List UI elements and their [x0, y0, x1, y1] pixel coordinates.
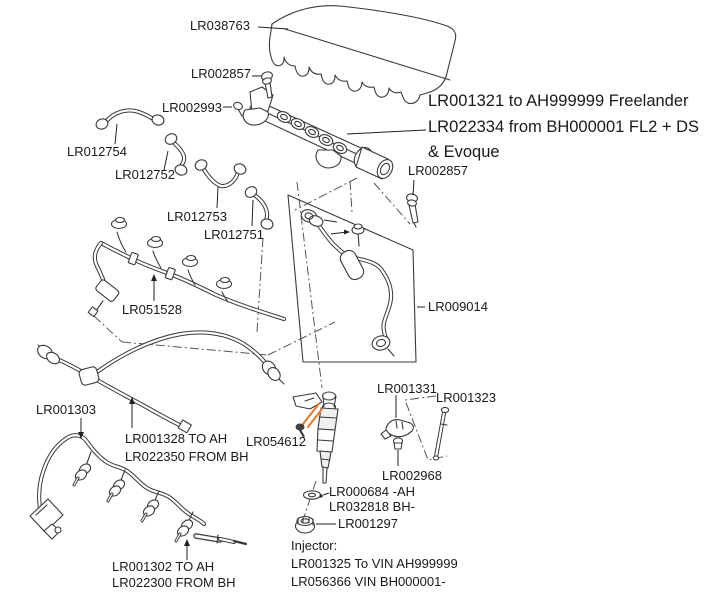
- injector-note-line-2: LR001325 To VIN AH999999: [291, 556, 458, 571]
- rail-note-line-2: LR022334 from BH000001 FL2 + DS: [428, 117, 700, 136]
- rod-lr001323: [432, 406, 450, 461]
- part-label-lr022300: LR022300 FROM BH: [112, 575, 236, 590]
- harness-bolt-4: [174, 519, 194, 543]
- part-label-lr000684: LR000684 -AH: [329, 484, 415, 499]
- rail-part-note: LR001321 to AH999999 Freelander LR022334…: [428, 89, 699, 166]
- injector-assembly: [292, 391, 339, 484]
- harness-bolt-2: [106, 479, 126, 503]
- part-label-lr012751: LR012751: [204, 227, 264, 242]
- glow-plug-lr001302: [193, 533, 248, 546]
- return-pipe-lr001328: [37, 330, 285, 434]
- bolt-lr002857-mid: [405, 193, 419, 228]
- leader-lines: [78, 26, 427, 560]
- engine-cover: [268, 5, 457, 105]
- part-label-lr012753: LR012753: [167, 209, 227, 224]
- screw-lr054612: [295, 423, 305, 438]
- part-label-lr038763: LR038763: [190, 18, 250, 33]
- highlight-arrow: [301, 403, 324, 429]
- pipe-box-lr009014: [287, 194, 417, 363]
- part-label-lr002968: LR002968: [382, 468, 442, 483]
- harness-bolt-1: [72, 463, 92, 487]
- pipe-lr012753: [194, 159, 247, 189]
- part-label-lr001303: LR001303: [36, 402, 96, 417]
- fuel-pump: [353, 146, 394, 180]
- injector-note: Injector: LR001325 To VIN AH999999 LR056…: [291, 537, 458, 591]
- part-label-lr032818: LR032818 BH-: [329, 499, 415, 514]
- part-label-lr001323: LR001323: [436, 390, 496, 405]
- part-label-lr012752: LR012752: [115, 167, 175, 182]
- part-label-lr001302: LR001302 TO AH: [112, 559, 215, 574]
- part-label-lr009014: LR009014: [428, 299, 488, 314]
- part-label-lr022350: LR022350 FROM BH: [125, 449, 249, 464]
- rail-note-line-3: & Evoque: [428, 143, 500, 161]
- glow-plug-harness-lr001303: [29, 433, 207, 543]
- part-label-lr001297: LR001297: [338, 516, 398, 531]
- injector-clamp: [292, 392, 323, 410]
- rail-note-line-1: LR001321 to AH999999 Freelander: [428, 92, 689, 110]
- injector-note-line-3: LR056366 VIN BH000001-: [291, 574, 446, 589]
- harness-bolt-3: [140, 499, 160, 523]
- part-label-lr002993: LR002993: [162, 100, 222, 115]
- leak-off-harness-lr051528: [87, 216, 287, 322]
- part-label-lr001302-block: LR001302 TO AH LR022300 FROM BH: [112, 559, 236, 591]
- washer-lr000684: [302, 490, 323, 500]
- screw-lr002993: [233, 101, 243, 117]
- part-label-lr001328-block: LR001328 TO AH LR022350 FROM BH: [125, 430, 249, 466]
- hp-pipe-lr009014: [300, 209, 395, 357]
- bolt-lr002857-top: [261, 71, 273, 99]
- bolt-lr002968: [392, 437, 404, 450]
- injector-note-line-1: Injector:: [291, 538, 338, 553]
- part-label-lr002857-top: LR002857: [191, 66, 251, 81]
- clamp-lr001331: [380, 419, 414, 440]
- pipe-lr012754: [95, 108, 165, 130]
- part-label-lr012754: LR012754: [67, 144, 127, 159]
- part-label-lr001328: LR001328 TO AH: [125, 431, 228, 446]
- part-label-lr002857-mid: LR002857: [408, 163, 468, 178]
- pipe-lr012752: [164, 133, 188, 176]
- part-label-lr051528: LR051528: [122, 302, 182, 317]
- pipe-lr012751: [244, 186, 274, 230]
- part-label-lr001331: LR001331: [377, 381, 437, 396]
- nut-lr001297: [294, 515, 316, 534]
- part-label-lr054612: LR054612: [246, 434, 306, 449]
